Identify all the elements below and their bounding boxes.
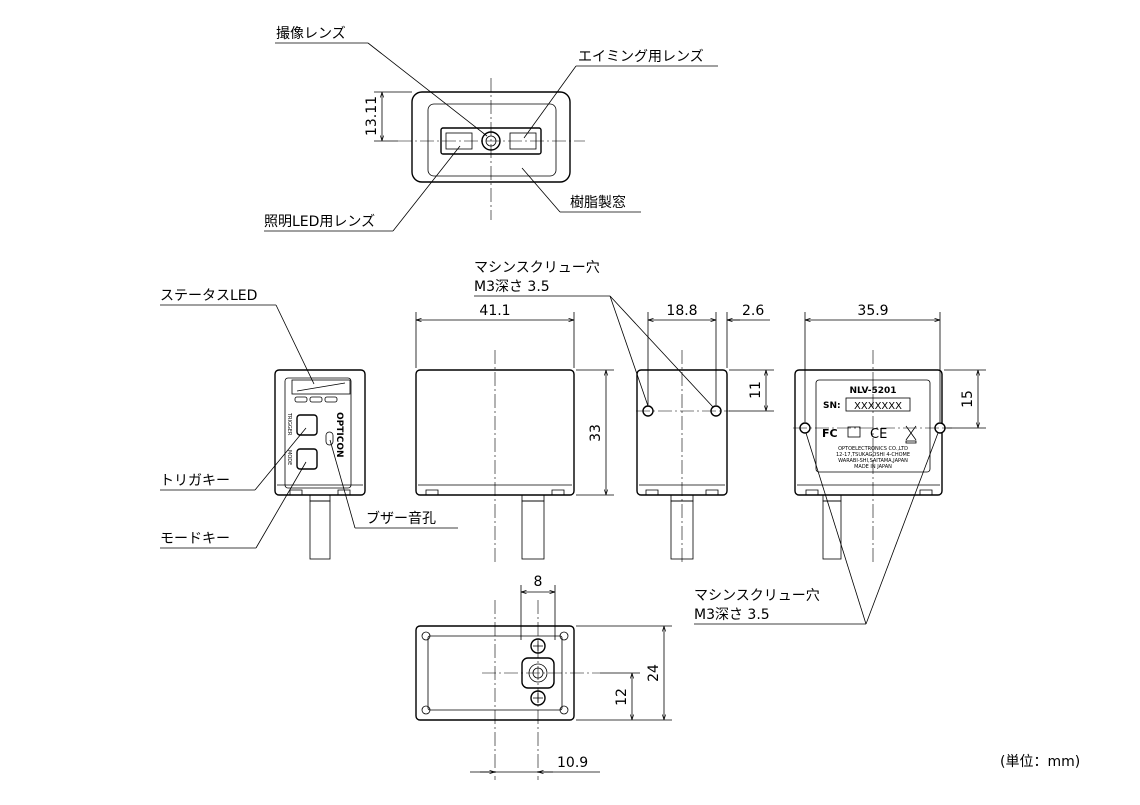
corner-screw-icon xyxy=(421,631,431,641)
status-led-1 xyxy=(294,396,308,403)
front-leaders: 撮像レンズ エイミング用レンズ 照明LED用レンズ 樹脂製窓 xyxy=(264,25,718,232)
status-led-2 xyxy=(309,396,323,403)
bottom-view: 8 24 12 10.9 xyxy=(415,574,672,780)
fcc-mark-icon: FC xyxy=(822,427,838,440)
dim-rear-offset: 2.6 xyxy=(742,303,764,319)
label-screw-hole-top-1: マシンスクリュー穴 xyxy=(474,260,600,276)
label-screw-hole-top-2: M3深さ 3.5 xyxy=(474,279,550,295)
screw-hole-bottom-callout: マシンスクリュー穴 M3深さ 3.5 xyxy=(694,432,939,625)
dim-rear-width: 18.8 xyxy=(666,303,697,319)
side-view: 41.1 33 xyxy=(415,303,614,565)
rear-housing xyxy=(636,369,728,496)
dim-label-hole-height: 15 xyxy=(960,390,976,408)
brand-opticon: OPTICON xyxy=(334,412,344,458)
label-screw-hole-bottom-1: マシンスクリュー穴 xyxy=(694,588,820,604)
dim-bottom-center-height: 12 xyxy=(614,688,630,706)
label-imaging-lens: 撮像レンズ xyxy=(276,25,346,42)
label-led-lens: 照明LED用レンズ xyxy=(264,214,375,230)
serial-label: SN: xyxy=(823,401,841,411)
cable xyxy=(309,500,331,560)
cable xyxy=(521,500,545,560)
label-view: NLV-5201 SN: XXXXXXX FC CE OPTOELECTRONI… xyxy=(793,303,986,565)
cable xyxy=(670,500,694,560)
dim-side-height: 33 xyxy=(588,424,604,442)
trigger-key xyxy=(296,414,318,436)
dim-rear-hole-height: 11 xyxy=(748,381,764,399)
corner-screw-icon xyxy=(421,705,431,715)
dim-side-width: 41.1 xyxy=(479,303,510,319)
ce-mark-icon: CE xyxy=(870,427,887,442)
label-status-led: ステータスLED xyxy=(160,288,257,304)
dim-label-width: 35.9 xyxy=(857,303,888,319)
label-buzzer-hole: ブザー音孔 xyxy=(366,510,436,527)
mode-caption: MODE xyxy=(286,450,292,465)
screw-hole-top-callout: マシンスクリュー穴 M3深さ 3.5 xyxy=(474,260,714,408)
status-led-3 xyxy=(324,396,338,403)
dim-bottom-height: 24 xyxy=(646,664,662,682)
label-trigger-key: トリガキー xyxy=(160,473,230,489)
key-leaders: ステータスLED トリガキー モードキー ブザー音孔 xyxy=(160,288,458,549)
label-mode-key: モードキー xyxy=(160,531,230,547)
dim-front-height: 13.11 xyxy=(364,96,380,136)
label-screw-hole-bottom-2: M3深さ 3.5 xyxy=(694,607,770,623)
class-mark-icon xyxy=(847,426,861,438)
corner-screw-icon xyxy=(559,631,569,641)
corner-screw-icon xyxy=(559,705,569,715)
trigger-caption: TRIGGER xyxy=(286,412,292,436)
label-aiming-lens: エイミング用レンズ xyxy=(578,49,704,65)
mode-key xyxy=(296,448,318,470)
buzzer-hole xyxy=(325,431,334,446)
cable xyxy=(822,500,842,560)
dim-bottom-offset: 10.9 xyxy=(557,755,588,771)
unit-note: (単位：mm) xyxy=(1000,754,1080,770)
serial-value: XXXXXXX xyxy=(854,401,902,412)
side-housing xyxy=(415,369,575,496)
resin-window-outline xyxy=(427,103,557,177)
rear-view: 18.8 2.6 11 xyxy=(636,303,774,565)
weee-bin-icon xyxy=(905,425,917,441)
dim-bottom-hole-spacing: 8 xyxy=(534,574,543,590)
label-resin-window: 樹脂製窓 xyxy=(570,194,626,211)
front-view: 13.11 xyxy=(364,78,585,220)
key-view: TRIGGER MODE OPTICON xyxy=(274,369,366,560)
status-led-panel xyxy=(291,379,351,395)
